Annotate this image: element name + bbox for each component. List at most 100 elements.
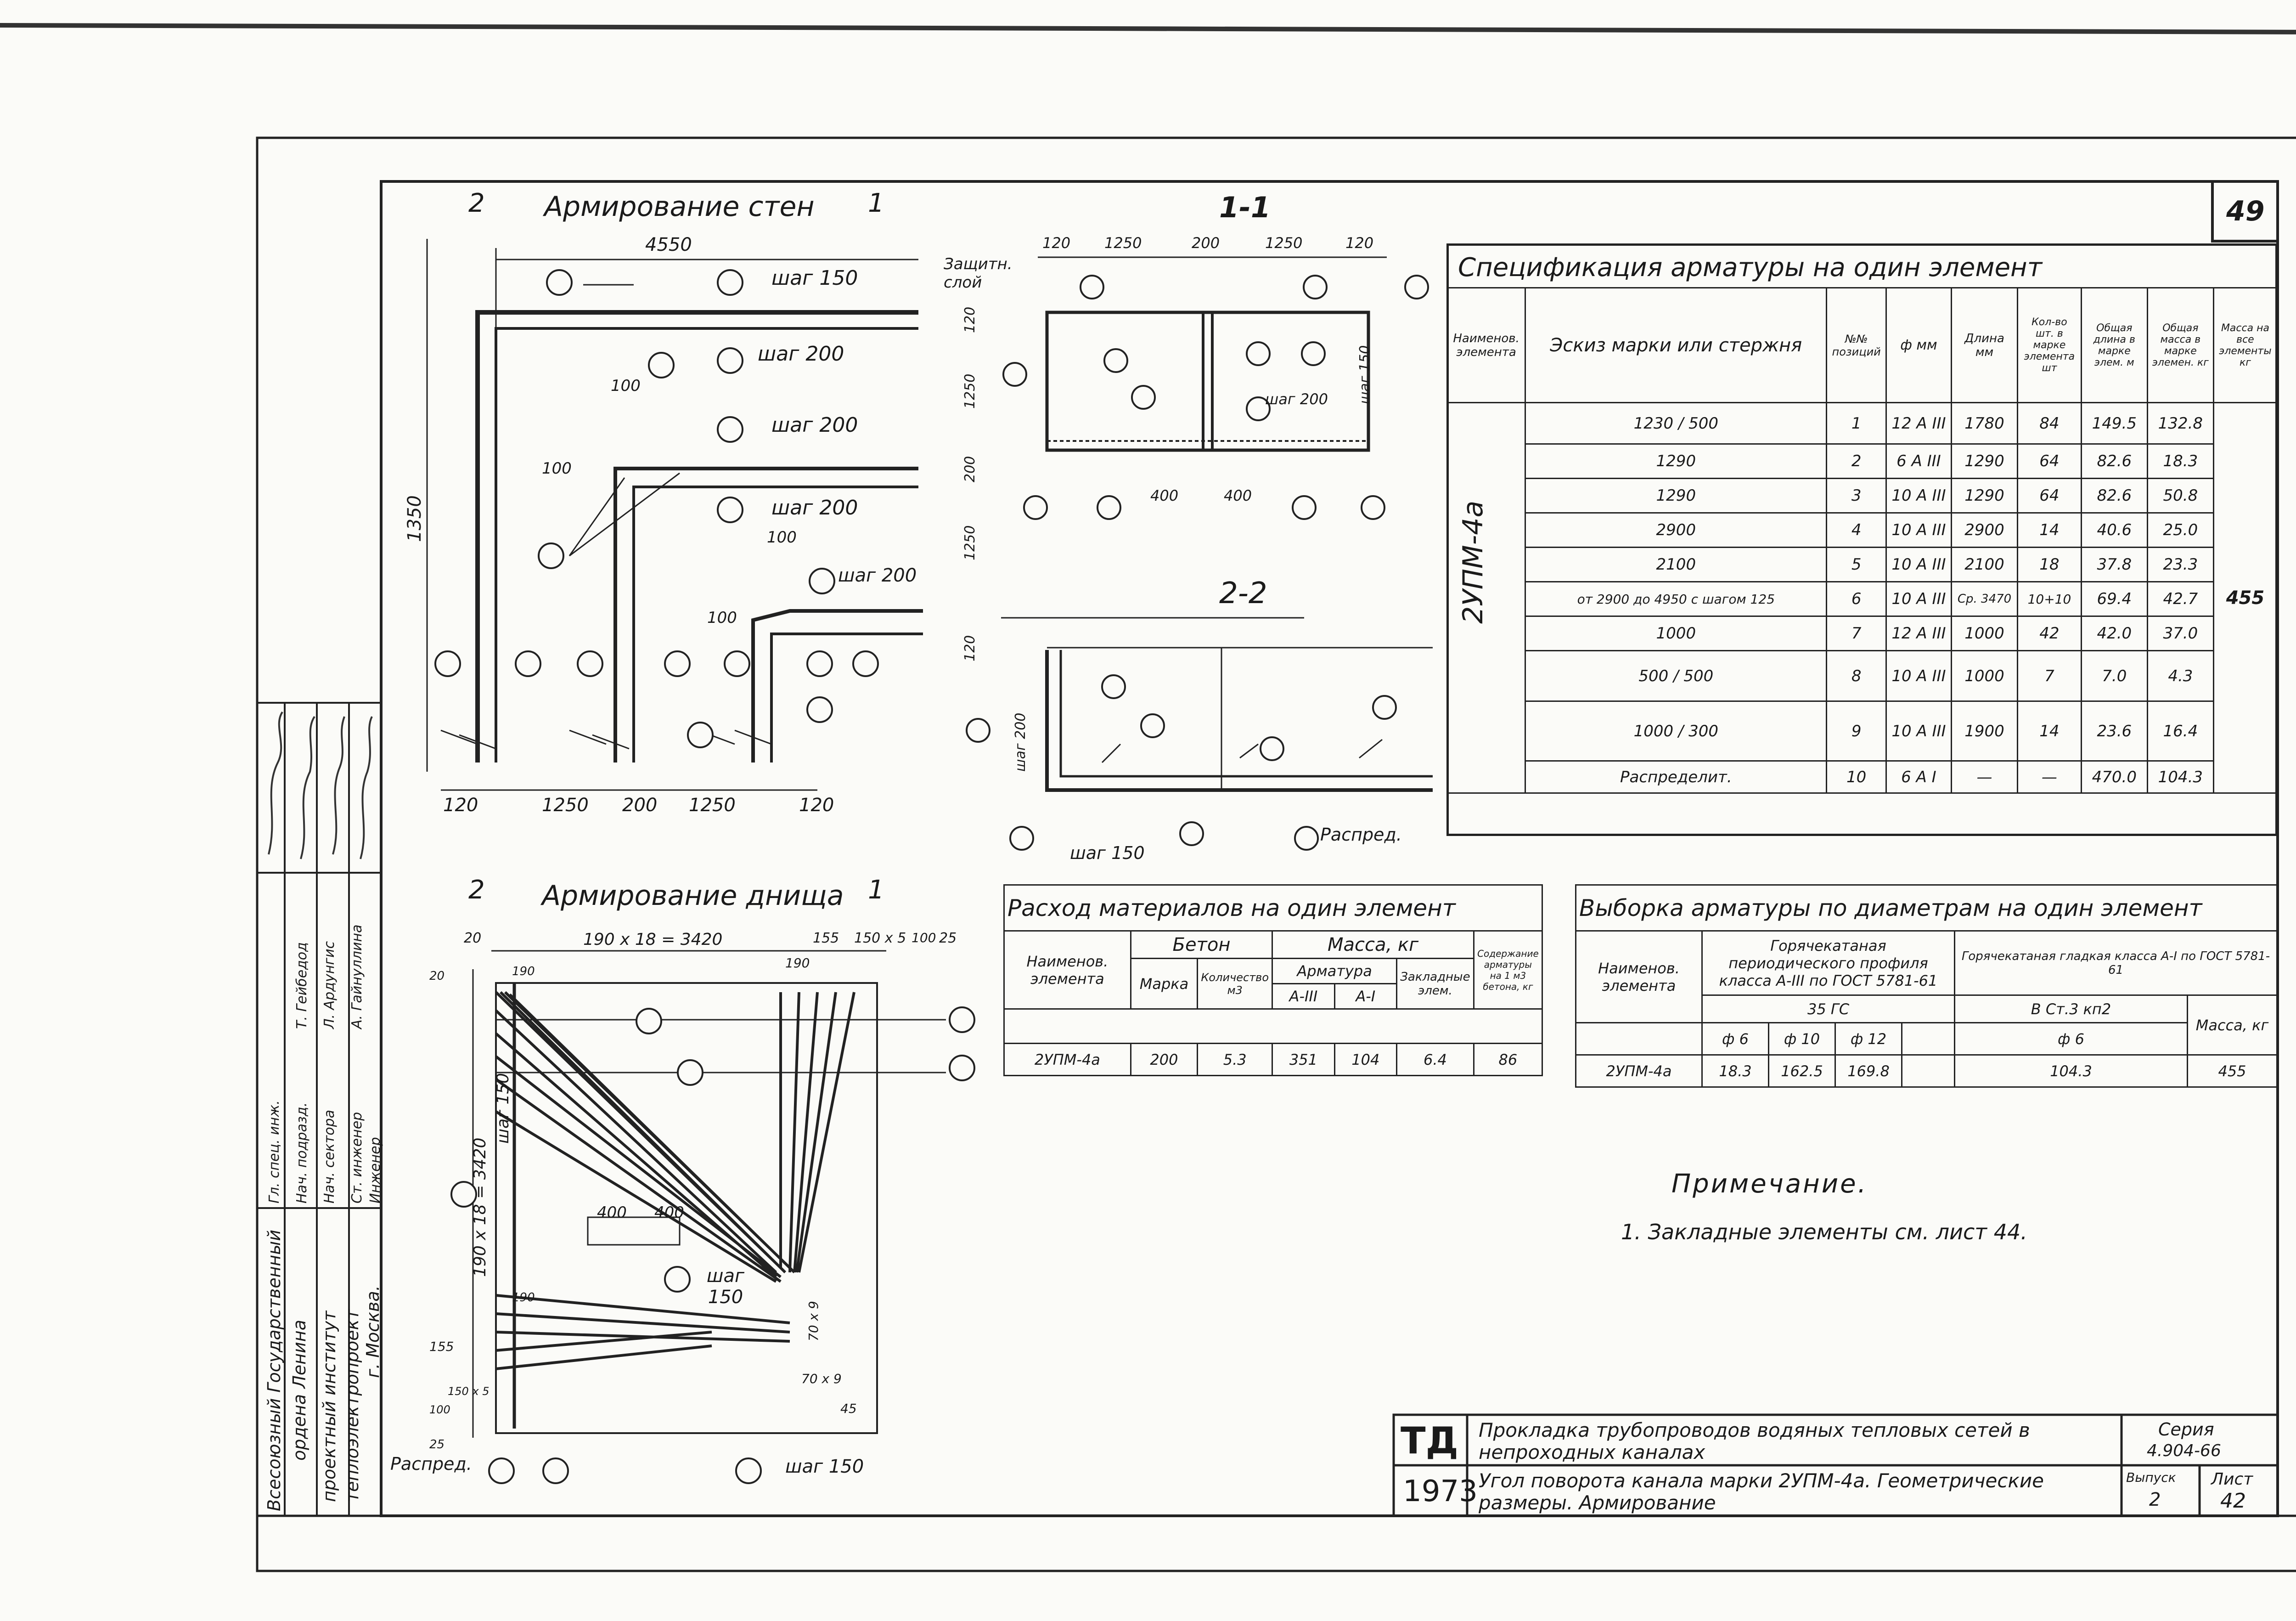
section-2-2-markers xyxy=(966,674,1397,851)
wall-dim-100a: 100 xyxy=(611,377,641,395)
spec-row-pos: 2 xyxy=(1826,443,1887,479)
wall-dim-top: 4550 xyxy=(645,234,692,255)
s11-dim-1: 120 xyxy=(1042,234,1071,252)
wall-step-2b: шаг 200 xyxy=(838,565,917,586)
materials-cell: 6.4 xyxy=(1396,1043,1474,1076)
spec-row-mass: 4.3 xyxy=(2146,650,2214,702)
materials-cell: 5.3 xyxy=(1197,1043,1273,1076)
materials-h-embedded: Закладные элем. xyxy=(1396,958,1474,1010)
spec-row-sketch: 1230 / 500 xyxy=(1525,402,1828,445)
materials-h-mass: Масса, кг xyxy=(1272,930,1474,959)
spec-row-dia: 10 А III xyxy=(1885,650,1953,702)
series-value: 4.904-66 xyxy=(2147,1441,2221,1460)
spec-row-tlen: 82.6 xyxy=(2080,443,2148,479)
section-2-2-title: 2-2 xyxy=(1219,576,1267,610)
issue-value: 2 xyxy=(2149,1489,2161,1510)
spec-row-sketch: 1000 / 300 xyxy=(1525,700,1828,762)
org-line-4: теплоэлектропроект xyxy=(342,1309,362,1502)
section-1-1-title: 1-1 xyxy=(1219,191,1271,224)
selection-d3: ф 12 xyxy=(1835,1022,1902,1056)
selection-empty xyxy=(1901,1054,1955,1088)
title-line-2: Угол поворота канала марки 2УПМ-4а. Геом… xyxy=(1479,1469,2044,1514)
wall-dim-b3: 200 xyxy=(622,795,658,816)
spec-row-mass: 23.3 xyxy=(2146,547,2214,582)
spec-row-sketch: 2100 xyxy=(1525,547,1828,582)
selection-title: Выборка арматуры по диаметрам на один эл… xyxy=(1575,884,2278,932)
bottom-step-left: шаг 150 xyxy=(494,1073,512,1144)
spec-h-dia: ф мм xyxy=(1885,287,1953,403)
materials-title: Расход материалов на один элемент xyxy=(1003,884,1543,932)
role-4: Ст. инженер xyxy=(349,1112,365,1203)
s11-side-2: 1250 xyxy=(962,373,978,409)
selection-h-hot2: Горячекатаная гладкая класса А-I по ГОСТ… xyxy=(1954,930,2278,996)
spec-row-dia: 12 А III xyxy=(1885,402,1953,445)
s11-step: шаг 200 xyxy=(1265,390,1328,408)
bottom-dim-45: 45 xyxy=(840,1401,857,1416)
spec-row-mass: 25.0 xyxy=(2146,512,2214,548)
selection-d1: ф 6 xyxy=(1701,1022,1769,1056)
spec-element-label: 2УПМ-4а xyxy=(1457,500,1489,624)
org-line-5: г. Москва. xyxy=(363,1285,383,1378)
role-5: Инженер xyxy=(367,1137,383,1203)
spec-row-tlen: 37.8 xyxy=(2080,547,2148,582)
spec-row-tlen: 40.6 xyxy=(2080,512,2148,548)
bottom-ls-190b: 190 xyxy=(512,1291,535,1305)
spec-row-pos: 9 xyxy=(1826,700,1887,762)
spec-row-tlen: 42.0 xyxy=(2080,616,2148,651)
org-line-3: проектный институт xyxy=(319,1310,339,1502)
s11-dim-4: 1250 xyxy=(1265,234,1303,252)
materials-h-concrete: Бетон xyxy=(1130,930,1273,959)
org-line-2: ордена Ленина xyxy=(289,1320,310,1461)
bottom-dim-70a: 70 x 9 xyxy=(806,1301,821,1341)
bottom-distrib: Распред. xyxy=(390,1454,472,1474)
bottom-dim-left: 190 x 18 = 3420 xyxy=(471,1137,490,1277)
spec-row-pos: 7 xyxy=(1826,616,1887,651)
bottom-ls-20: 20 xyxy=(429,969,445,983)
bottom-dim-155: 155 xyxy=(813,930,839,946)
s11-side-1: 120 xyxy=(962,306,978,333)
spec-row-sketch: Распределит. xyxy=(1525,760,1828,794)
spec-row-dia: 10 А III xyxy=(1885,700,1953,762)
bottom-dim-190-right: 190 xyxy=(785,955,810,971)
materials-spacer xyxy=(1003,1008,1543,1044)
s11-bottom-1: 400 xyxy=(1150,487,1179,504)
wall-dim-b1: 120 xyxy=(443,795,478,816)
spec-row-mass: 16.4 xyxy=(2146,700,2214,762)
spec-row-sketch: 500 / 500 xyxy=(1525,650,1828,702)
materials-table: Расход материалов на один элемент Наимен… xyxy=(1003,884,1543,1076)
s11-dim-3: 200 xyxy=(1192,234,1220,252)
spec-row-pos: 4 xyxy=(1826,512,1887,548)
spec-row-dia: 10 А III xyxy=(1885,581,1953,617)
selection-d4: ф 6 xyxy=(1954,1022,2188,1056)
role-3: Нач. сектора xyxy=(321,1109,338,1203)
materials-h-content: Содержание арматуры на 1 м3 бетона, кг xyxy=(1473,930,1543,1010)
selection-h-mass: Масса, кг xyxy=(2187,994,2278,1056)
wall-step-3a: шаг 200 xyxy=(771,413,858,437)
s11-side-3: 200 xyxy=(962,456,978,482)
title-td: ТД xyxy=(1401,1419,1458,1462)
spec-row-qty: 14 xyxy=(2017,512,2082,548)
materials-h-volume: Количество м3 xyxy=(1197,958,1273,1010)
spec-row-len: 1290 xyxy=(1951,443,2019,479)
spec-row-len: 1900 xyxy=(1951,700,2019,762)
materials-h-a3: А-III xyxy=(1272,983,1335,1010)
bottom-dim-20: 20 xyxy=(464,930,482,946)
spec-row-tlen: 82.6 xyxy=(2080,478,2148,514)
bottom-section-right: 1 xyxy=(868,875,884,905)
wall-dim-b2: 1250 xyxy=(542,795,589,816)
s11-step-right: шаг 150 xyxy=(1357,345,1373,404)
bottom-step-1: шаг 150 xyxy=(785,1456,864,1477)
bottom-ls-25: 25 xyxy=(429,1438,445,1452)
org-line-1: Всесоюзный Государственный xyxy=(264,1230,284,1511)
note-title: Примечание. xyxy=(1671,1169,1868,1199)
wall-step-2: шаг 200 xyxy=(758,342,844,366)
name-4: А. Гайнуллина xyxy=(349,924,365,1029)
title-line-1: Прокладка трубопроводов водяных тепловых… xyxy=(1479,1419,2030,1463)
selection-h-steel1: 35 ГС xyxy=(1701,994,1955,1023)
wall-title: Армирование стен xyxy=(544,191,815,223)
selection-empty xyxy=(1575,1022,1703,1056)
name-2: Т. Гейбедод xyxy=(294,942,310,1029)
spec-row-dia: 6 А I xyxy=(1885,760,1953,794)
spec-h-tlen: Общая длина в марке элем. м xyxy=(2080,287,2148,403)
spec-row-mass: 50.8 xyxy=(2146,478,2214,514)
